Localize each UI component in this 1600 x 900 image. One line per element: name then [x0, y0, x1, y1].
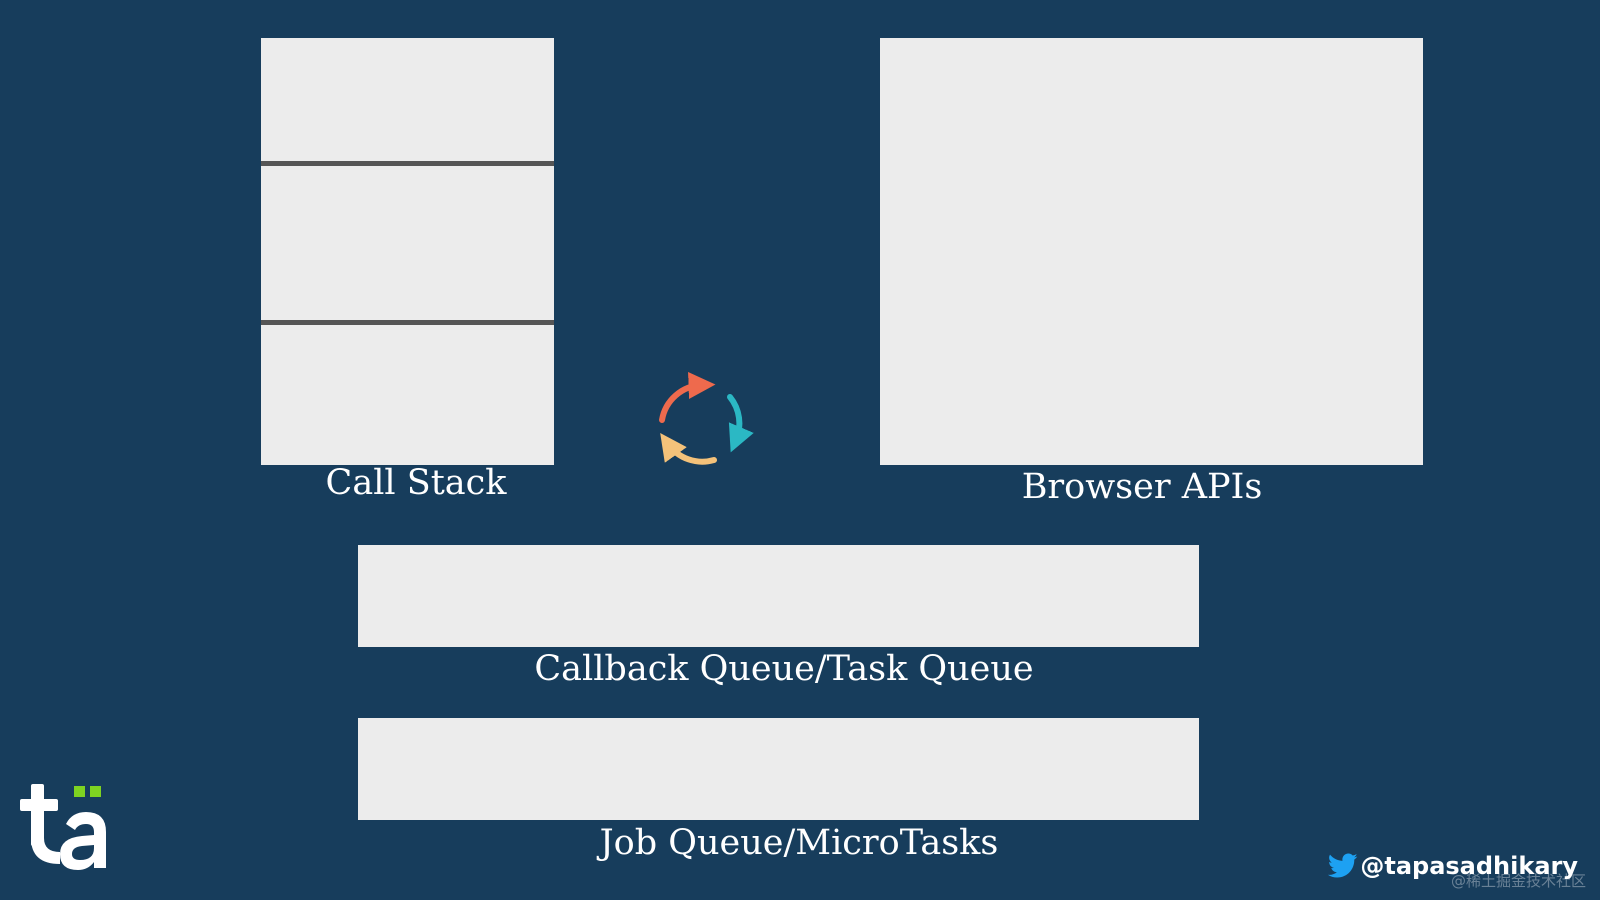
browser-apis-label: Browser APIs [1021, 467, 1263, 507]
browser-apis-box [880, 38, 1423, 465]
callback-queue-label: Callback Queue/Task Queue [534, 649, 1034, 689]
call-stack-box [261, 38, 554, 465]
watermark-text: @稀土掘金技术社区 [1450, 872, 1586, 890]
twitter-handle-text: @tapasadhikary [1360, 852, 1578, 880]
call-stack-divider [261, 161, 554, 166]
twitter-handle[interactable]: @tapasadhikary [1328, 852, 1578, 880]
loop-arrow-red [659, 372, 716, 423]
call-stack-label: Call Stack [325, 463, 507, 503]
call-stack-divider [261, 320, 554, 325]
event-loop-cycle-icon [659, 372, 754, 465]
loop-arrow-yellow [660, 432, 717, 465]
brand-logo [20, 784, 106, 870]
job-queue-box [358, 718, 1199, 820]
loop-arrow-teal [727, 394, 754, 453]
job-queue-label: Job Queue/MicroTasks [599, 823, 999, 863]
twitter-bird-icon [1328, 853, 1358, 878]
callback-queue-box [358, 545, 1199, 647]
